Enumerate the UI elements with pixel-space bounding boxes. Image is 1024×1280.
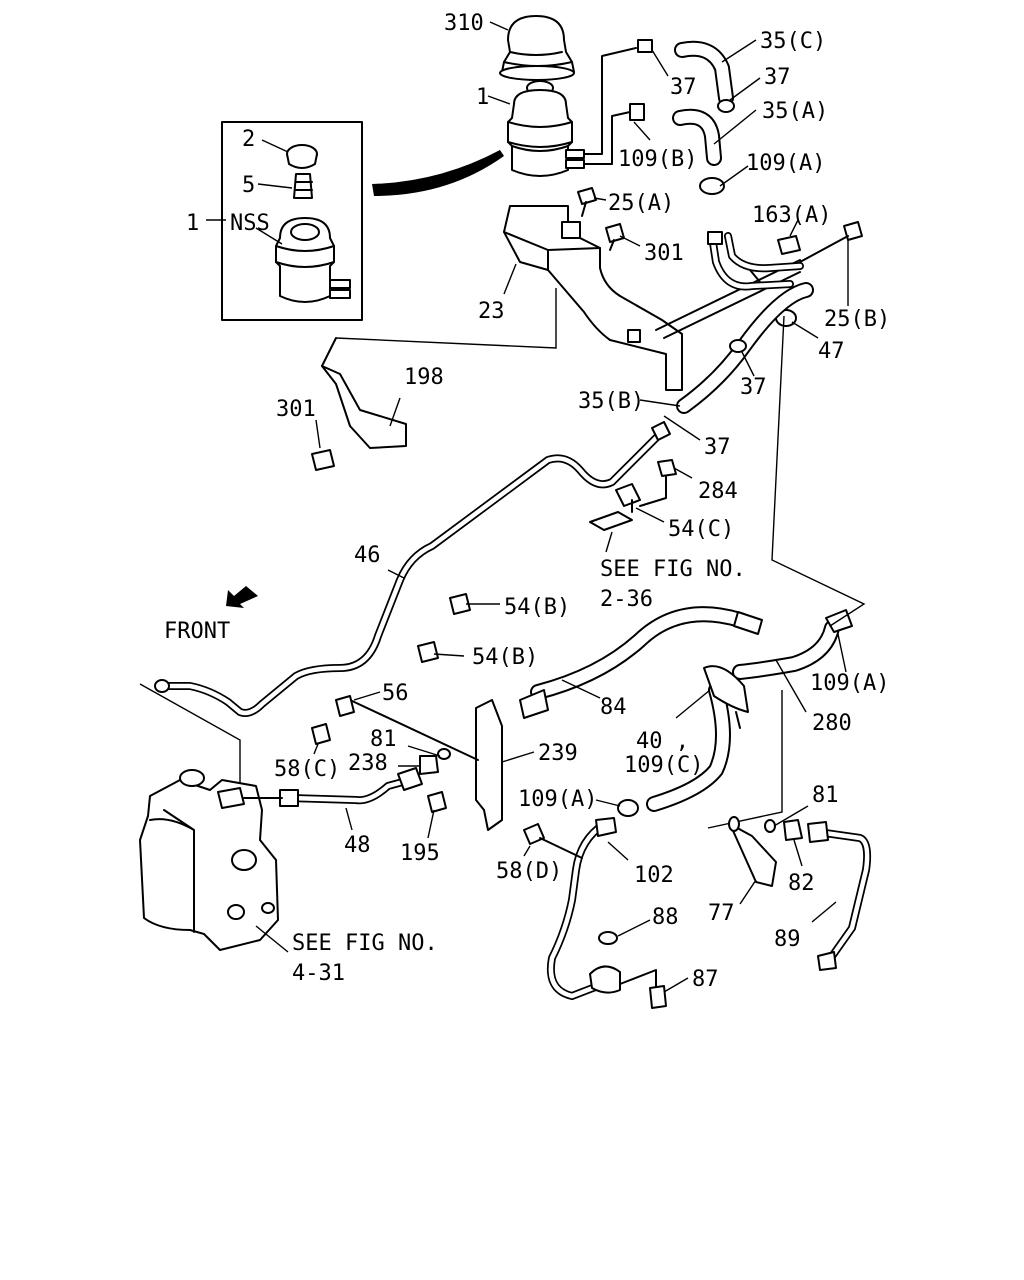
front-arrow [226, 586, 258, 608]
fasteners-mid [311, 695, 451, 813]
see-fig-2-36-line2: 2-36 [600, 587, 653, 612]
bracket-239 [349, 699, 503, 831]
label-58d: 58(D) [496, 859, 562, 884]
label-82: 82 [788, 871, 815, 896]
label-25a: 25(A) [608, 191, 674, 216]
label-238: 238 [348, 751, 388, 776]
label-47: 47 [818, 339, 845, 364]
label-310: 310 [444, 11, 484, 36]
label-163a: 163(A) [752, 203, 831, 228]
label-37-a: 37 [670, 75, 697, 100]
label-1-nss-number: 1 [186, 211, 199, 236]
hose-35b [676, 282, 814, 414]
label-54b-lower: 54(B) [472, 645, 538, 670]
hose-35a [672, 108, 722, 166]
label-239: 239 [538, 741, 578, 766]
label-1: 1 [476, 85, 489, 110]
see-fig-4-31-line2: 4-31 [292, 961, 345, 986]
label-81-right: 81 [812, 783, 839, 808]
label-48: 48 [344, 833, 371, 858]
label-87: 87 [692, 967, 719, 992]
label-301-upper: 301 [644, 241, 684, 266]
label-109a-top: 109(A) [746, 151, 825, 176]
pointer-arrow [372, 150, 504, 196]
steering-gear [139, 769, 283, 951]
reservoir-cap-310 [499, 15, 575, 81]
see-fig-4-31-line1: SEE FIG NO. [292, 931, 438, 956]
label-109b: 109(B) [618, 147, 697, 172]
label-84: 84 [600, 695, 627, 720]
label-35a: 35(A) [762, 99, 828, 124]
label-198: 198 [404, 365, 444, 390]
label-58c: 58(C) [274, 757, 340, 782]
pipe-89 [807, 821, 872, 971]
label-nss: NSS [230, 211, 270, 236]
hose-40 [617, 665, 749, 817]
leader-lines [206, 21, 849, 993]
label-25b: 25(B) [824, 307, 890, 332]
label-2: 2 [242, 127, 255, 152]
pressure-pipe-46 [154, 421, 671, 717]
suction-pipe-102 [523, 817, 667, 1009]
label-54b-upper: 54(B) [504, 595, 570, 620]
label-46: 46 [354, 543, 381, 568]
pipe-48 [279, 767, 423, 807]
label-77: 77 [708, 901, 735, 926]
oil-reservoir-1 [507, 47, 637, 177]
clamps-top [629, 39, 735, 195]
nss-kit-box [221, 121, 363, 321]
leader-line-left [139, 683, 241, 784]
label-109c: 109(C) [624, 753, 703, 778]
label-284: 284 [698, 479, 738, 504]
label-102: 102 [634, 863, 674, 888]
label-35c: 35(C) [760, 29, 826, 54]
label-37-c: 37 [740, 375, 767, 400]
label-109a-right: 109(A) [810, 671, 889, 696]
bracket-198 [311, 337, 407, 471]
label-89: 89 [774, 927, 801, 952]
bracket-77 [728, 816, 803, 887]
label-54c: 54(C) [668, 517, 734, 542]
return-pipe-163a [707, 231, 804, 291]
label-280: 280 [812, 711, 852, 736]
label-301-lower: 301 [276, 397, 316, 422]
see-fig-2-36-line1: SEE FIG NO. [600, 557, 746, 582]
label-195: 195 [400, 841, 440, 866]
hose-84 [519, 606, 763, 719]
label-56: 56 [382, 681, 409, 706]
hose-35c [674, 40, 734, 106]
label-81-left: 81 [370, 727, 397, 752]
label-23: 23 [478, 299, 505, 324]
callout-labels: 310 1 35(C) 37 37 35(A) 109(B) 109(A) 2 … [164, 11, 890, 992]
label-5: 5 [242, 173, 255, 198]
clips-54b [417, 593, 471, 663]
leader-line-right [771, 315, 866, 627]
label-109a-lower: 109(A) [518, 787, 597, 812]
label-40: 40 , [636, 729, 689, 754]
label-37-d: 37 [704, 435, 731, 460]
leader-line-198 [335, 288, 557, 349]
label-37-b: 37 [764, 65, 791, 90]
clip-284 [589, 459, 677, 531]
front-label: FRONT [164, 619, 230, 644]
bracket-23 [503, 205, 801, 391]
label-88: 88 [652, 905, 679, 930]
label-35b: 35(B) [578, 389, 644, 414]
